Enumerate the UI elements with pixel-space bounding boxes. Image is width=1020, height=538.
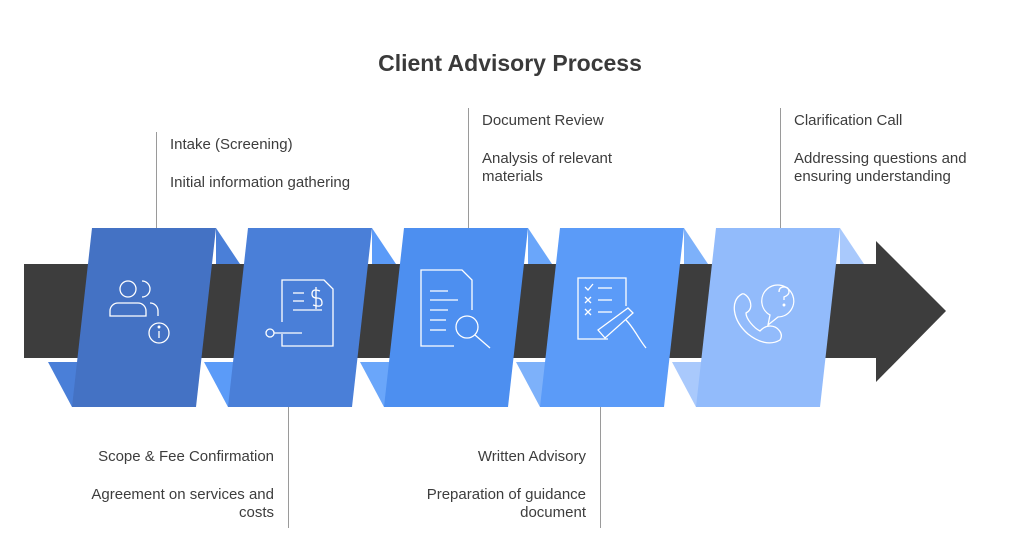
document-dollar-icon xyxy=(265,279,334,347)
phone-question-icon xyxy=(733,284,795,344)
step-3-label: Document Review Analysis of relevant mat… xyxy=(482,112,632,186)
connector-line-3 xyxy=(468,108,469,228)
connector-line-1 xyxy=(156,132,157,228)
checklist-pen-icon xyxy=(577,277,647,349)
step-panel-1 xyxy=(48,228,240,407)
step-panel-3 xyxy=(360,228,552,407)
users-info-icon xyxy=(109,280,170,344)
arrow-head xyxy=(876,241,946,382)
connector-line-2 xyxy=(288,407,289,528)
connector-line-4 xyxy=(600,407,601,528)
step-3-title: Document Review xyxy=(482,112,604,129)
document-search-icon xyxy=(420,269,491,349)
step-panel-5 xyxy=(672,228,864,407)
step-1-title: Intake (Screening) xyxy=(170,136,293,153)
step-4-label: Written Advisory Preparation of guidance… xyxy=(396,448,586,522)
page-title: Client Advisory Process xyxy=(378,50,642,76)
step-5-description: Addressing questions and ensuring unders… xyxy=(794,150,967,185)
step-1-label: Intake (Screening) Initial information g… xyxy=(170,136,390,192)
connector-line-5 xyxy=(780,108,781,228)
step-5-title: Clarification Call xyxy=(794,112,903,129)
step-4-description: Preparation of guidance document xyxy=(426,486,586,521)
step-4-title: Written Advisory xyxy=(477,448,586,465)
step-panel-4 xyxy=(516,228,708,407)
step-1-description: Initial information gathering xyxy=(170,174,351,191)
step-panel-2 xyxy=(204,228,396,407)
step-2-title: Scope & Fee Confirmation xyxy=(98,448,274,465)
step-3-description: Analysis of relevant materials xyxy=(482,150,613,185)
step-2-label: Scope & Fee Confirmation Agreement on se… xyxy=(74,448,274,522)
step-5-label: Clarification Call Addressing questions … xyxy=(794,112,984,186)
step-2-description: Agreement on services and costs xyxy=(91,486,274,521)
